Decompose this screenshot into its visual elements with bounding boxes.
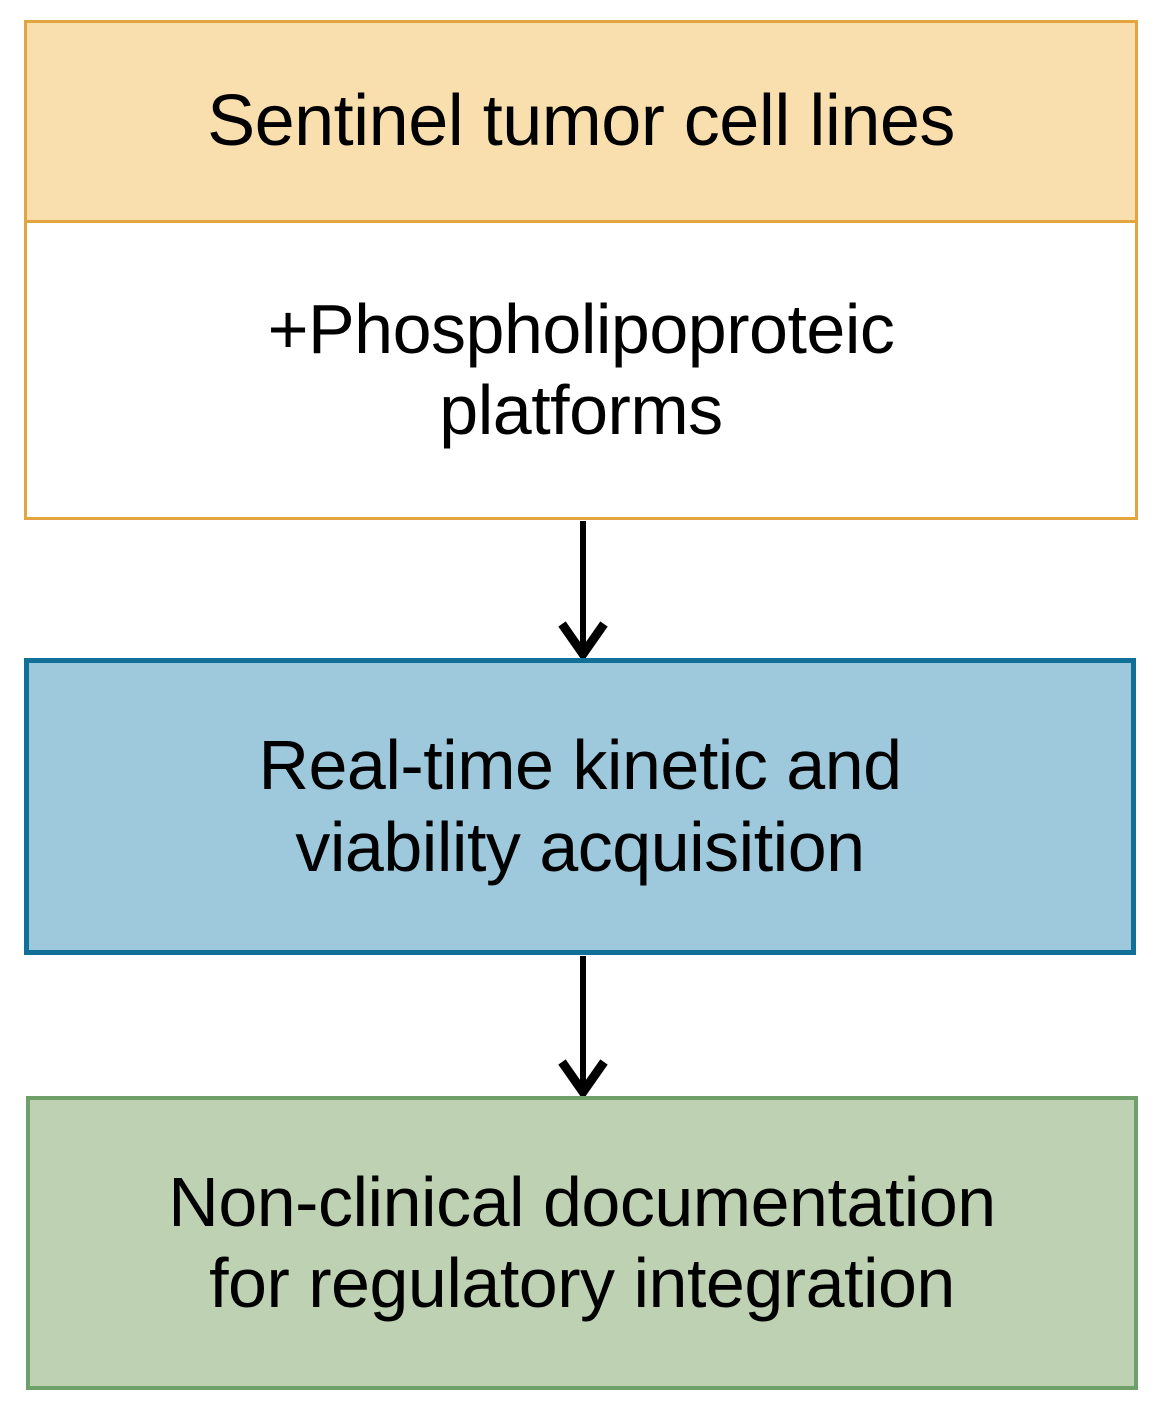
- node-sentinel-body-label: +Phospholipoproteic platforms: [267, 289, 895, 449]
- node-sentinel-tumor-cell-lines[interactable]: Sentinel tumor cell lines +Phospholipopr…: [24, 20, 1138, 520]
- node-sentinel-header-label: Sentinel tumor cell lines: [207, 80, 955, 161]
- edge-1-arrowhead: [558, 621, 608, 662]
- node-sentinel-body: +Phospholipoproteic platforms: [27, 223, 1135, 517]
- node-acquisition-label: Real-time kinetic and viability acquisit…: [258, 726, 902, 886]
- edge-2-arrowhead: [558, 1059, 608, 1100]
- node-documentation-label: Non-clinical documentation for regulator…: [168, 1162, 996, 1322]
- node-realtime-kinetic-acquisition[interactable]: Real-time kinetic and viability acquisit…: [24, 658, 1136, 955]
- node-sentinel-header: Sentinel tumor cell lines: [27, 23, 1135, 223]
- node-nonclinical-documentation[interactable]: Non-clinical documentation for regulator…: [26, 1096, 1138, 1390]
